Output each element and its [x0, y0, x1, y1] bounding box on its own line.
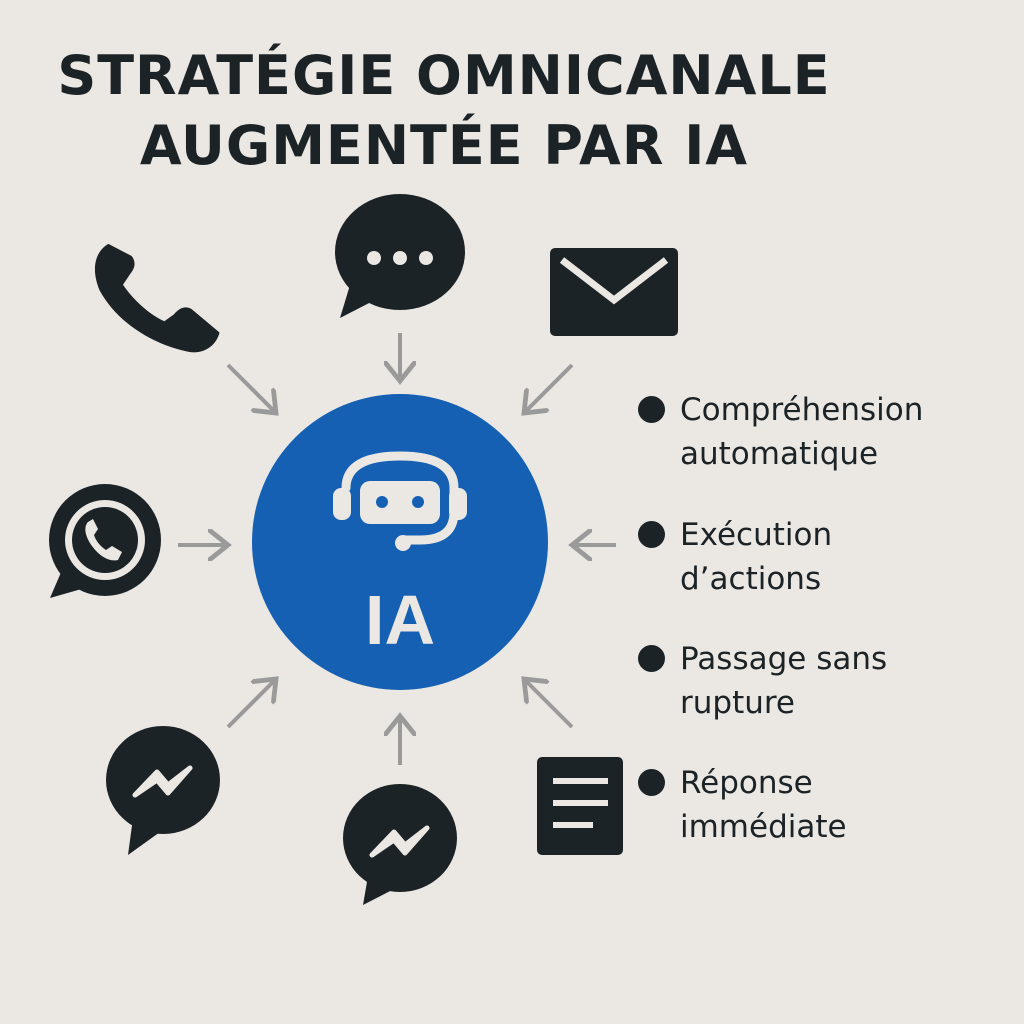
email-icon — [550, 248, 678, 336]
benefit-line-1: Passage sans — [680, 641, 888, 677]
benefit-line-1: Réponse — [680, 765, 813, 801]
bullet-dot — [638, 645, 665, 672]
chat-bubble-icon — [335, 194, 465, 318]
benefit-line-1: Compréhension — [680, 392, 924, 428]
benefit-line-2: automatique — [680, 436, 879, 472]
arrow-messenger-left — [226, 679, 276, 729]
benefit-line-1: Exécution — [680, 517, 833, 553]
phone-icon — [94, 243, 220, 353]
title-line-1: STRATÉGIE OMNICANALE — [57, 44, 831, 107]
document-icon — [537, 757, 623, 855]
benefit-line-2: immédiate — [680, 809, 847, 845]
whatsapp-icon — [49, 484, 161, 598]
arrow-document — [524, 679, 574, 729]
benefit-line-2: d’actions — [680, 561, 822, 597]
arrow-phone — [226, 363, 276, 413]
bullet-dot — [638, 769, 665, 796]
bullet-dot — [638, 396, 665, 423]
bullet-dot — [638, 521, 665, 548]
benefit-line-2: rupture — [680, 685, 796, 721]
ia-hub-label: IA — [365, 581, 435, 659]
robot-headset-icon — [333, 451, 467, 551]
arrow-email — [524, 363, 574, 413]
title-line-2: AUGMENTÉE PAR IA — [139, 114, 749, 177]
messenger-icon — [343, 784, 457, 905]
messenger-icon — [106, 726, 220, 855]
